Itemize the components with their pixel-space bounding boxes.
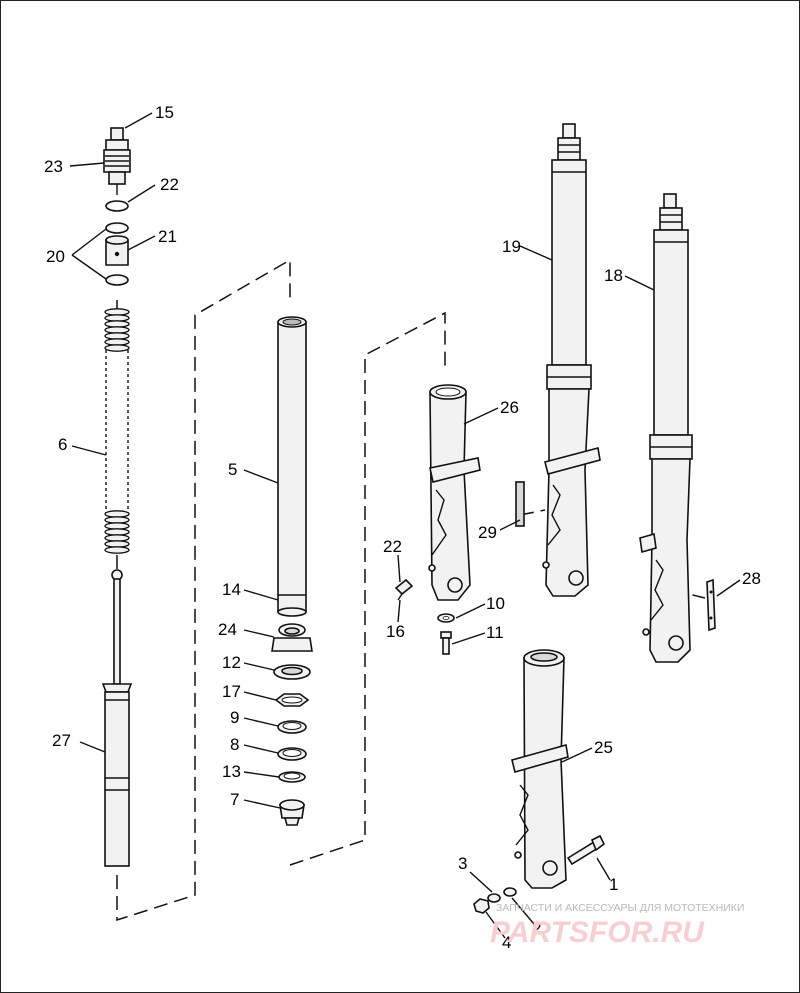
callout-1: 1 xyxy=(609,875,618,894)
washer-10 xyxy=(437,613,455,623)
callout-23: 23 xyxy=(44,157,63,176)
o-ring-22 xyxy=(105,200,129,212)
callout-17: 17 xyxy=(222,682,241,701)
fork-tube-5 xyxy=(277,316,307,617)
spring-coil xyxy=(104,546,130,554)
callout-5: 5 xyxy=(228,460,237,479)
damper-rod-27 xyxy=(101,569,133,867)
callout-20: 20 xyxy=(46,247,65,266)
callout-19: 19 xyxy=(502,237,521,256)
oil-seal-12 xyxy=(273,664,311,680)
callout-12: 12 xyxy=(222,653,241,672)
callout-11: 11 xyxy=(486,623,504,642)
washer-3 xyxy=(487,893,501,903)
callout-4: 4 xyxy=(502,933,511,952)
callout-labels: 15 23 22 21 20 6 27 5 14 24 12 17 9 8 13… xyxy=(44,103,761,952)
callout-13: 13 xyxy=(222,762,241,781)
callout-24: 24 xyxy=(218,620,237,639)
fork-assembly-18 xyxy=(639,193,693,663)
watermark-tagline: ЗАПЧАСТИ И АКСЕССУАРЫ ДЛЯ МОТОТЕХНИКИ xyxy=(496,902,744,914)
callout-21: 21 xyxy=(158,227,177,246)
callout-2: 2 xyxy=(532,919,541,938)
bushings-20-21 xyxy=(105,222,129,286)
callout-3: 3 xyxy=(458,854,467,873)
callout-22b: 22 xyxy=(383,537,402,556)
callout-18: 18 xyxy=(604,266,623,285)
retaining-ring-17 xyxy=(274,693,310,707)
callout-9: 9 xyxy=(230,708,239,727)
callout-22: 22 xyxy=(160,175,179,194)
callout-15: 15 xyxy=(155,103,174,122)
bushing-8 xyxy=(277,747,307,761)
washer-9 xyxy=(277,720,307,734)
dust-cover-24 xyxy=(271,623,313,652)
drain-screw-16 xyxy=(394,578,414,601)
callout-28: 28 xyxy=(742,569,761,588)
bushing-13 xyxy=(278,771,306,783)
reflector-29 xyxy=(515,481,525,527)
watermark: ЗАПЧАСТИ И АКСЕССУАРЫ ДЛЯ МОТОТЕХНИКИ PA… xyxy=(490,902,744,949)
callout-25: 25 xyxy=(594,738,613,757)
bracket-28 xyxy=(706,578,716,632)
callout-26: 26 xyxy=(500,398,519,417)
callout-27: 27 xyxy=(52,731,71,750)
grouping-lines xyxy=(116,258,706,922)
callout-29: 29 xyxy=(478,523,497,542)
slider-26 xyxy=(428,384,481,601)
callout-7: 7 xyxy=(230,790,239,809)
screw-11 xyxy=(440,631,452,655)
washer-2 xyxy=(503,887,517,897)
oil-lock-7 xyxy=(279,799,305,826)
fork-cap-assembly xyxy=(103,127,131,195)
callout-8: 8 xyxy=(230,735,239,754)
slider-25 xyxy=(511,649,569,889)
callout-14: 14 xyxy=(222,580,241,599)
spring-6 xyxy=(104,308,130,554)
bolt-1 xyxy=(566,834,606,866)
callout-16: 16 xyxy=(386,622,405,641)
leader-lines xyxy=(69,112,741,939)
callout-10: 10 xyxy=(486,594,505,613)
watermark-logo: PARTSFOR.RU xyxy=(490,916,705,949)
fork-assembly-19 xyxy=(542,123,601,597)
spring-coil xyxy=(104,344,130,352)
nut-4 xyxy=(473,898,490,914)
callout-6: 6 xyxy=(58,435,67,454)
